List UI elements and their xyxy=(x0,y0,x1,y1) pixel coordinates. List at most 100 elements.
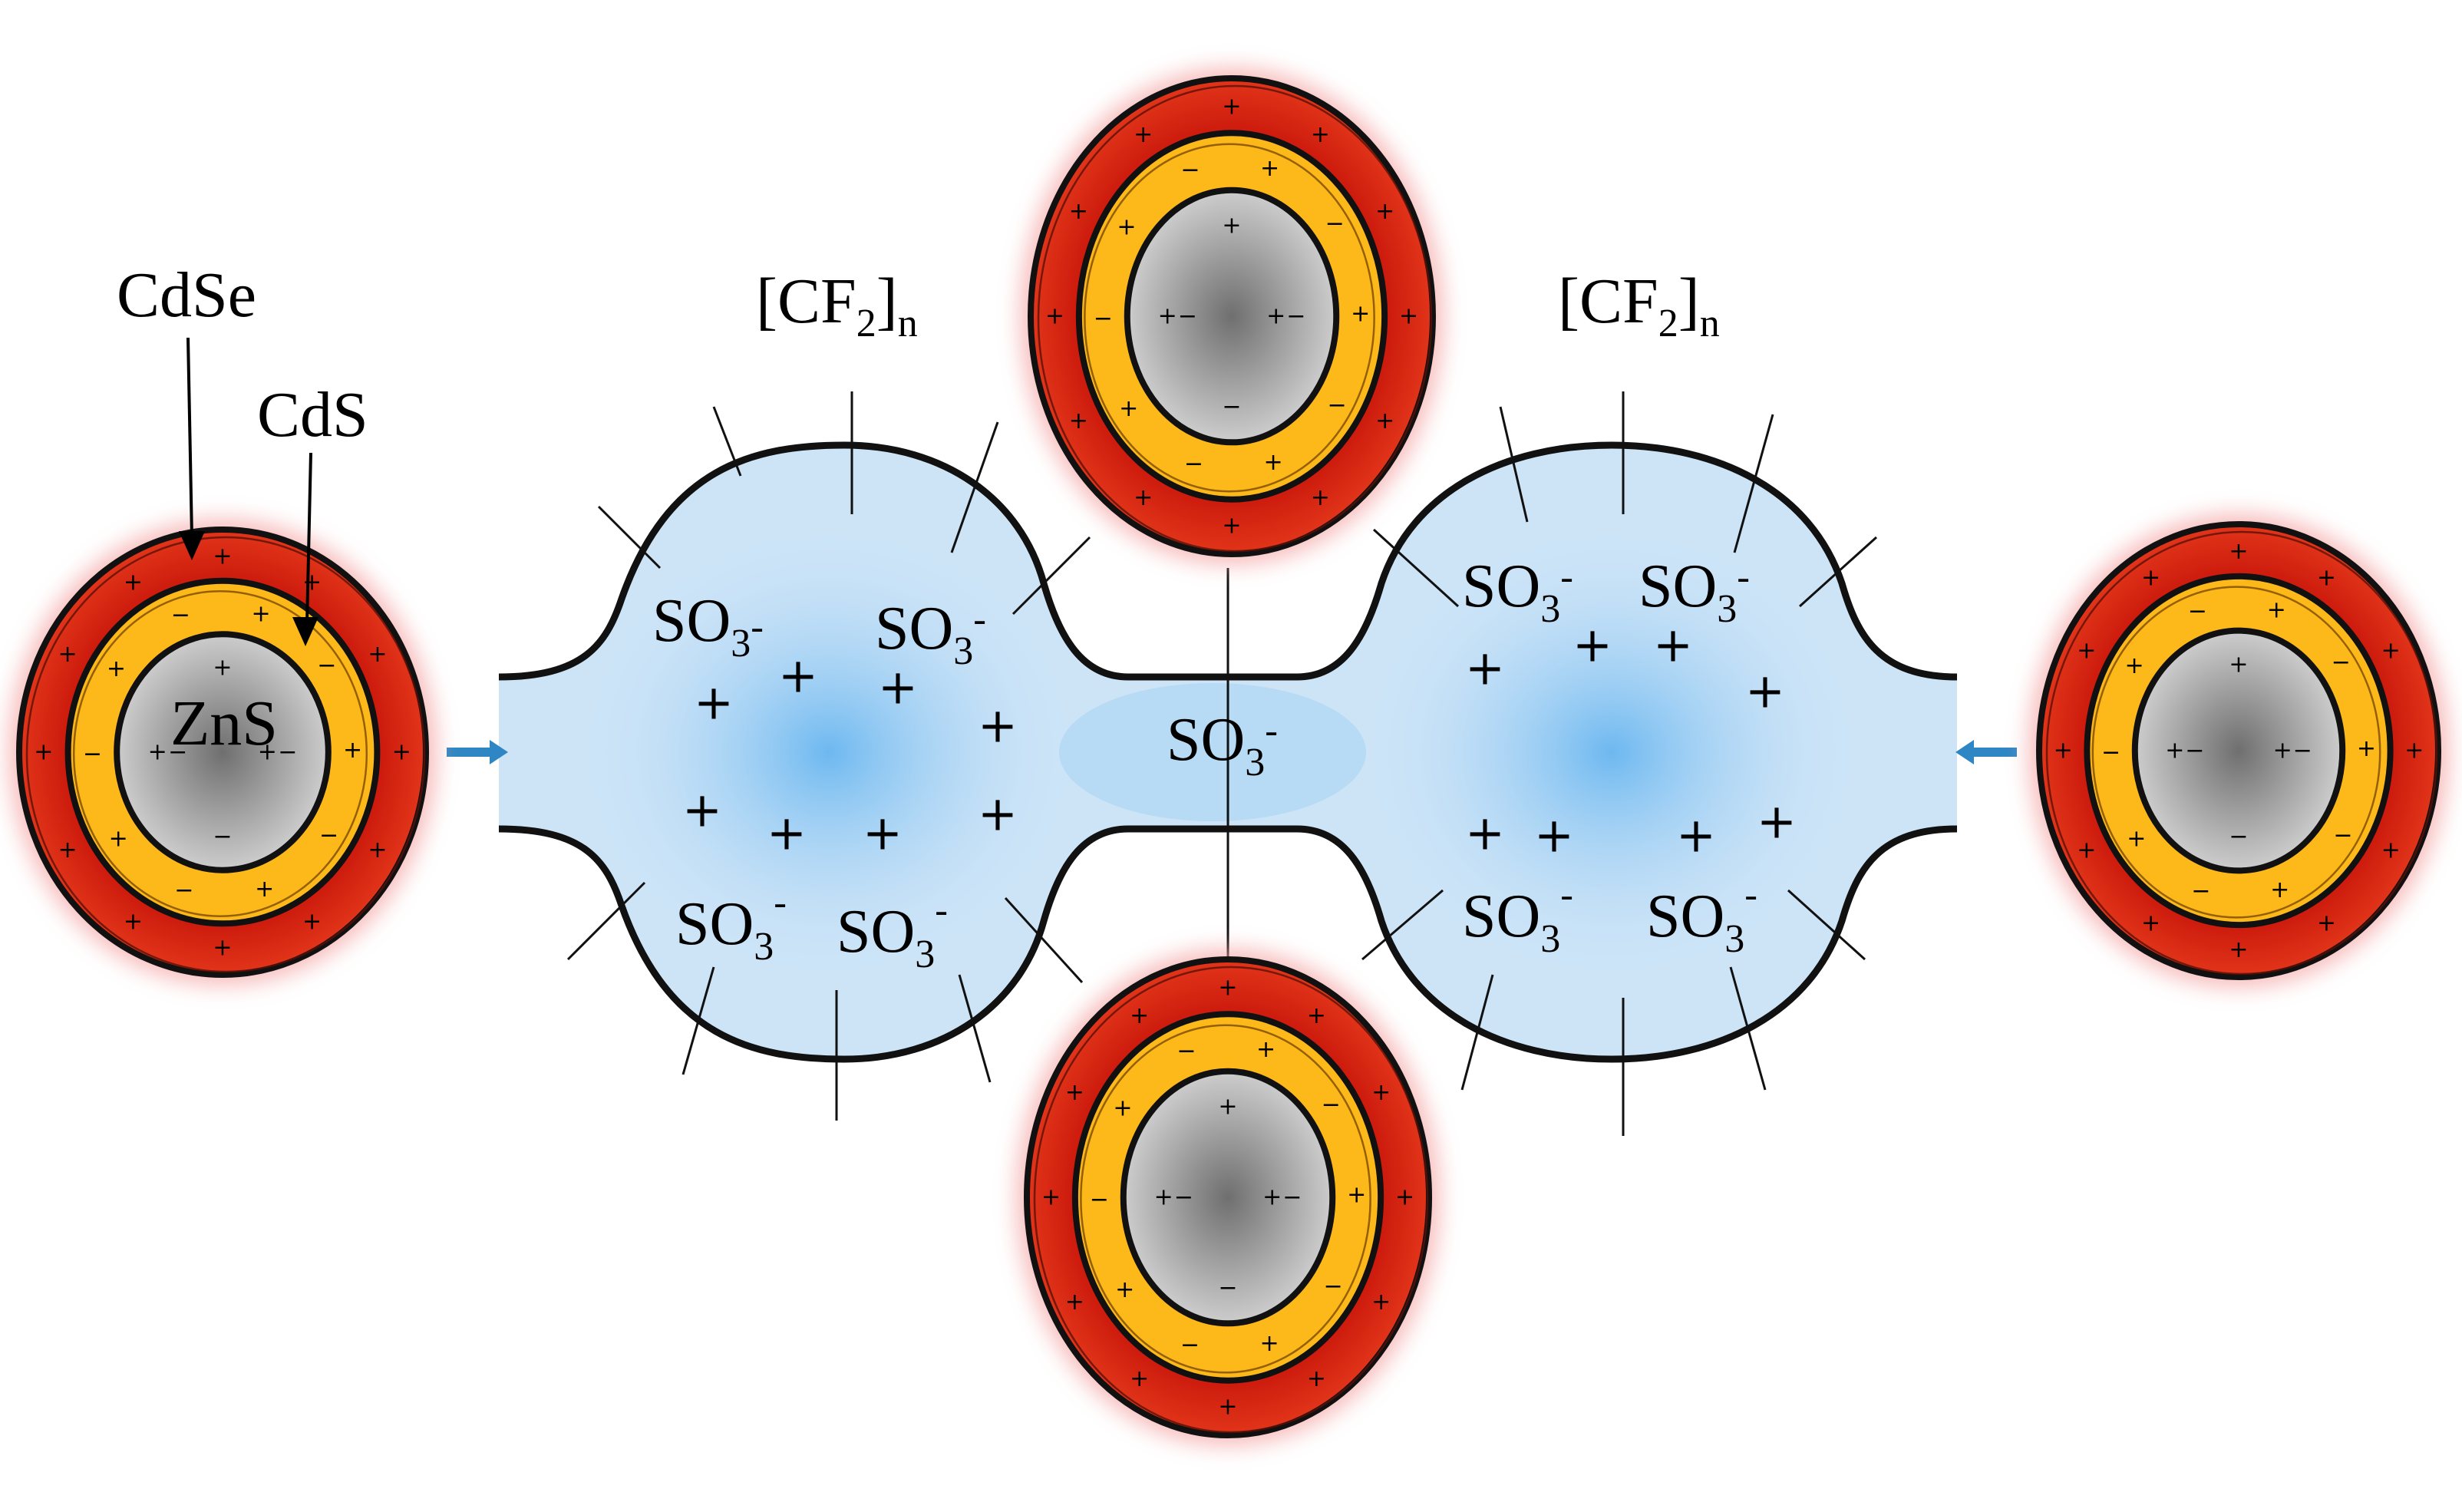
cation-12: + xyxy=(1465,805,1505,861)
charge-plus: + xyxy=(1311,484,1330,511)
sulfonate-6: SO3- xyxy=(1639,553,1750,631)
cation-2: + xyxy=(878,659,918,715)
side-chains xyxy=(566,391,1878,1136)
charge-plus: + xyxy=(1256,1036,1276,1063)
charge-plus: + xyxy=(1065,1079,1084,1106)
charge-minus: − xyxy=(2101,739,2120,766)
side-chain-15 xyxy=(1361,889,1444,961)
charge-plus: + xyxy=(1399,303,1418,330)
charge-minus: − xyxy=(2333,822,2352,849)
charge-plus: + xyxy=(1222,94,1241,120)
charge-plus: + xyxy=(1371,1289,1391,1316)
charge-plus: + xyxy=(1266,303,1285,330)
charge-plus: + xyxy=(302,569,322,596)
charge-plus: + xyxy=(1262,1184,1282,1211)
cation-13: + xyxy=(1534,807,1574,863)
charge-plus: + xyxy=(1371,1079,1391,1106)
charge-plus: + xyxy=(1154,1184,1173,1211)
side-chain-0 xyxy=(712,406,742,477)
cation-10: + xyxy=(1653,617,1693,673)
charge-plus: + xyxy=(1113,1094,1132,1121)
charge-plus: + xyxy=(213,654,232,681)
arrow-right xyxy=(1955,740,2017,764)
charge-plus: + xyxy=(1260,155,1279,182)
charge-plus: + xyxy=(34,739,53,766)
charge-plus: + xyxy=(213,543,232,569)
shell-ripple-inner xyxy=(1084,143,1375,493)
side-chain-5 xyxy=(566,881,646,961)
charge-plus: + xyxy=(252,600,271,627)
charge-plus: + xyxy=(109,825,128,852)
charge-plus: + xyxy=(2404,738,2424,764)
side-chain-8 xyxy=(958,974,992,1083)
cation-5: + xyxy=(767,805,807,861)
ionic-channel xyxy=(498,391,1958,1136)
charge-plus: + xyxy=(2381,638,2401,665)
charge-plus: + xyxy=(124,909,143,936)
shell-ripple xyxy=(1037,84,1433,553)
shell-ripple-inner xyxy=(1080,1024,1371,1374)
shell-ripple xyxy=(25,536,426,973)
cdse-label: CdSe xyxy=(117,259,256,331)
charge-minus: − xyxy=(1177,1038,1196,1065)
charge-plus: + xyxy=(368,837,387,863)
side-chain-4 xyxy=(1012,536,1091,616)
charge-plus: + xyxy=(2127,825,2146,852)
charge-plus: + xyxy=(2229,936,2248,963)
charge-minus: − xyxy=(319,822,338,849)
charge-plus: + xyxy=(1134,121,1153,148)
shell-ripple-inner xyxy=(2091,586,2381,919)
sulfonate-1: SO3- xyxy=(875,595,986,673)
cds-pointer xyxy=(305,452,312,624)
charge-minus: − xyxy=(1222,393,1241,420)
charge-minus: − xyxy=(1090,1186,1109,1213)
qd-top: +++++++++++++−+−+−+−+−+−+−+− xyxy=(1020,68,1444,565)
charge-plus: + xyxy=(2357,735,2376,762)
charge-plus: + xyxy=(1117,213,1136,240)
charge-plus: + xyxy=(1115,1276,1134,1303)
side-chain-6 xyxy=(682,966,715,1075)
cds-label: CdS xyxy=(257,379,368,451)
cation-0: + xyxy=(694,675,734,731)
charge-plus: + xyxy=(2267,596,2286,623)
side-chain-16 xyxy=(1460,974,1494,1091)
channel-glow-right xyxy=(1358,522,1865,982)
charge-plus: + xyxy=(1065,1289,1084,1316)
charge-plus: + xyxy=(2054,738,2073,764)
side-chain-14 xyxy=(1798,536,1878,608)
charge-plus: + xyxy=(1375,408,1394,434)
charge-plus: + xyxy=(58,641,77,668)
channel-bottom-wall xyxy=(498,825,1958,1063)
charge-plus: + xyxy=(1045,303,1064,330)
shell-ripple xyxy=(1033,966,1429,1434)
charge-plus: + xyxy=(1347,1182,1366,1209)
cation-8: + xyxy=(1465,640,1505,696)
cdse-arrowhead xyxy=(179,531,205,560)
charge-plus: + xyxy=(1130,1365,1149,1392)
charge-plus: + xyxy=(1119,395,1138,422)
charge-minus: − xyxy=(317,652,336,679)
charge-plus: + xyxy=(2229,538,2248,565)
sulfonate-groups: SO3-SO3-SO3-SO3-SO3-SO3-SO3-SO3-SO3- xyxy=(652,553,1757,976)
charge-minus: − xyxy=(1180,1332,1200,1358)
side-chain-12 xyxy=(1733,414,1774,553)
side-chain-9 xyxy=(1004,896,1084,984)
qd-bottom: +++++++++++++−+−+−+−+−+−+−+− xyxy=(1016,949,1440,1446)
charge-minus: − xyxy=(171,602,190,629)
sulfonate-0: SO3- xyxy=(652,587,764,665)
side-chain-10 xyxy=(1499,406,1529,523)
charge-plus: + xyxy=(1130,1002,1149,1029)
zns-label: ZnS xyxy=(170,688,278,759)
charge-plus: + xyxy=(1351,301,1370,328)
charge-minus: − xyxy=(1323,1273,1342,1300)
cation-7: + xyxy=(978,786,1018,842)
charge-plus: + xyxy=(2141,565,2160,592)
cation-1: + xyxy=(778,648,818,704)
charge-plus: + xyxy=(1375,198,1394,225)
charge-minus: − xyxy=(213,824,232,850)
sulfonate-3: SO3- xyxy=(837,888,948,976)
charge-minus: − xyxy=(1325,210,1345,237)
charge-minus: − xyxy=(1094,305,1113,332)
charge-plus: + xyxy=(2317,565,2336,592)
